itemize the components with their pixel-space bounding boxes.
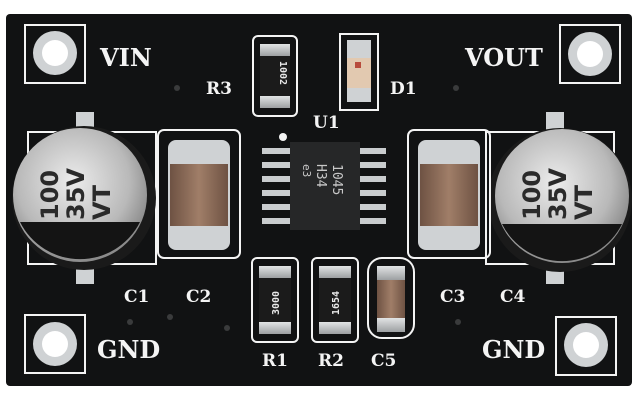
label-r1: R1	[262, 351, 288, 371]
mounting-hole-top-left	[24, 24, 86, 84]
c4-marking-voltage: 35V	[544, 168, 572, 220]
r2-marking: 1654	[331, 291, 342, 315]
ic-marking-line3: e3	[300, 164, 313, 177]
resistor-r2: 1654	[311, 257, 359, 343]
label-gnd-left: GND	[97, 335, 160, 364]
label-c2: C2	[186, 287, 211, 307]
c1-marking-capacitance: 100	[36, 170, 64, 220]
label-d1: D1	[390, 79, 417, 99]
ceramic-capacitor-c5	[367, 257, 415, 339]
resistor-r3: 1002	[252, 35, 298, 117]
label-r3: R3	[206, 79, 232, 99]
ic-marking-line2: H34	[313, 164, 328, 188]
label-r2: R2	[318, 351, 344, 371]
label-vout: VOUT	[464, 43, 543, 72]
ceramic-capacitor-c2	[157, 129, 241, 259]
electrolytic-capacitor-c1: 100 35V VT	[12, 112, 157, 284]
electrolytic-capacitor-c4: 100 35V VT	[485, 112, 632, 284]
c4-marking-capacitance: 100	[518, 170, 546, 220]
mounting-hole-top-right	[559, 24, 621, 84]
label-c5: C5	[371, 351, 396, 371]
mounting-hole-bottom-right	[555, 316, 617, 376]
ic-u1: 1045 H34 e3	[262, 133, 386, 230]
label-u1: U1	[313, 113, 340, 133]
ceramic-capacitor-c3	[407, 129, 491, 259]
c1-marking-series: VT	[88, 184, 116, 220]
mounting-hole-bottom-left	[24, 314, 86, 374]
r1-marking: 3000	[271, 291, 282, 315]
ic-marking-line1: 1045	[329, 164, 344, 195]
resistor-r1: 3000	[251, 257, 299, 343]
label-vin: VIN	[99, 43, 152, 72]
r3-marking: 1002	[277, 61, 288, 85]
label-c3: C3	[440, 287, 465, 307]
label-c4: C4	[500, 287, 526, 307]
label-c1: C1	[124, 287, 149, 307]
label-gnd-right: GND	[482, 335, 545, 364]
c1-marking-voltage: 35V	[62, 168, 90, 220]
led-d1	[339, 33, 379, 111]
vias	[127, 85, 461, 331]
c4-marking-series: VT	[570, 184, 598, 220]
